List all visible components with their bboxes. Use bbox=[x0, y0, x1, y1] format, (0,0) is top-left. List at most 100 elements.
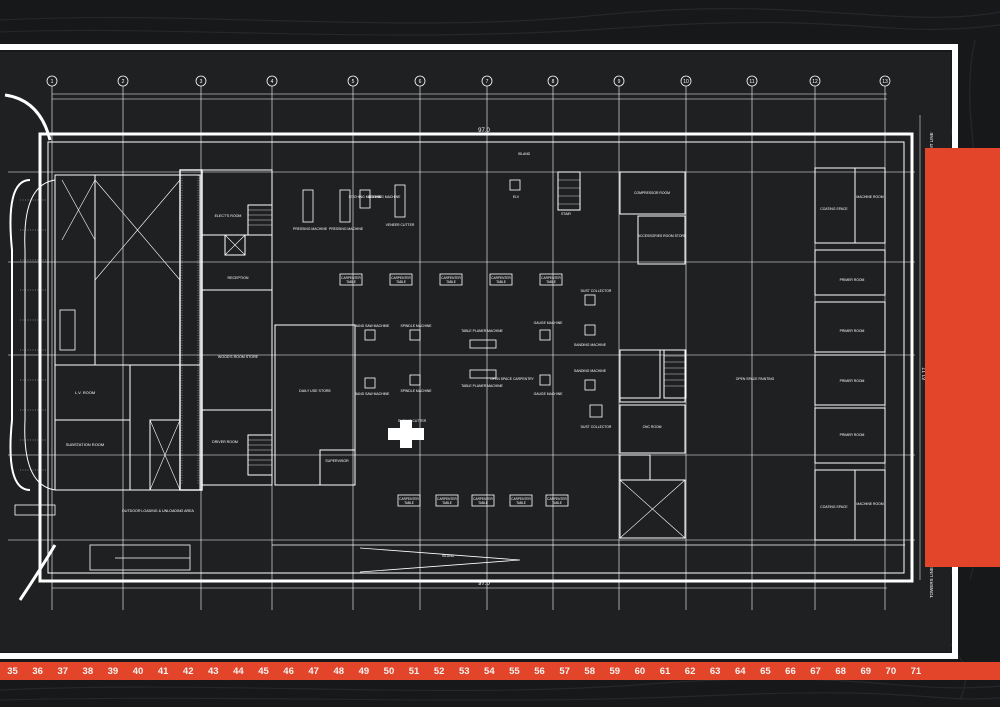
label-sanding-1: SANDING MACHINE bbox=[574, 343, 607, 347]
page-link-62[interactable]: 62 bbox=[684, 665, 696, 677]
page-link-61[interactable]: 61 bbox=[659, 665, 671, 677]
svg-text:TABLE: TABLE bbox=[478, 501, 488, 505]
room-primer-3: PRIMER ROOM bbox=[840, 379, 865, 383]
structural-grid bbox=[8, 86, 915, 610]
label-table-planer-2: TABLE PLANER MACHINE bbox=[461, 384, 503, 388]
label-stair: STAIR bbox=[561, 212, 571, 216]
carpenter-tables: CARPENTERTABLECARPENTERTABLECARPENTERTAB… bbox=[339, 273, 569, 507]
grid-bubble-9: 9 bbox=[613, 75, 625, 87]
page-link-50[interactable]: 50 bbox=[383, 665, 395, 677]
page-link-35[interactable]: 35 bbox=[7, 665, 18, 677]
grid-bubble-6: 6 bbox=[414, 75, 426, 87]
room-substation: SUBSTATION ROOM bbox=[66, 442, 105, 447]
label-band-saw-2: BAND SAW MACHINE bbox=[355, 392, 390, 396]
room-primer-2: PRIMER ROOM bbox=[840, 329, 865, 333]
room-drivers: DRIVER ROOM bbox=[212, 440, 238, 444]
grid-bubble-label: 1 bbox=[51, 79, 54, 85]
svg-text:TABLE: TABLE bbox=[404, 501, 414, 505]
page-link-45[interactable]: 45 bbox=[258, 665, 269, 677]
grid-bubble-10: 10 bbox=[680, 75, 692, 87]
page-link-68[interactable]: 68 bbox=[835, 665, 846, 677]
page-link-55[interactable]: 55 bbox=[509, 665, 520, 677]
page-link-49[interactable]: 49 bbox=[358, 665, 370, 677]
page-link-60[interactable]: 60 bbox=[634, 665, 646, 677]
label-sliding-cutter: SLIDING CUTTER bbox=[398, 419, 427, 423]
room-compressor: COMPRESSOR ROOM bbox=[634, 191, 670, 195]
page-link-52[interactable]: 52 bbox=[433, 665, 445, 677]
room-machine-1: MACHINE ROOM bbox=[856, 195, 883, 199]
page-link-70[interactable]: 70 bbox=[885, 665, 897, 677]
grid-bubble-7: 7 bbox=[481, 75, 493, 87]
page-link-40[interactable]: 40 bbox=[132, 665, 144, 677]
room-coating-2: COATING SPACE bbox=[820, 505, 848, 509]
label-stitching-1: STICHING MACHINE bbox=[349, 195, 383, 199]
label-veneer: VENEER CUTTER bbox=[386, 223, 415, 227]
page-link-42[interactable]: 42 bbox=[182, 665, 194, 677]
label-dust-2: DUST COLLECTOR bbox=[581, 425, 612, 429]
svg-text:CARPENTER: CARPENTER bbox=[441, 276, 461, 280]
room-machine-2: MACHINE ROOM bbox=[856, 502, 883, 506]
page-link-69[interactable]: 69 bbox=[860, 665, 872, 677]
page-link-46[interactable]: 46 bbox=[283, 665, 294, 677]
page-link-53[interactable]: 53 bbox=[458, 665, 470, 677]
page-link-51[interactable]: 51 bbox=[408, 665, 420, 677]
page-link-65[interactable]: 65 bbox=[760, 665, 771, 677]
svg-text:CARPENTER: CARPENTER bbox=[547, 497, 567, 501]
grid-bubble-label: 11 bbox=[749, 79, 754, 85]
page-link-36[interactable]: 36 bbox=[32, 665, 43, 677]
grid-bubble-1: 1 bbox=[46, 75, 58, 87]
page-link-41[interactable]: 41 bbox=[157, 665, 169, 677]
page-link-44[interactable]: 44 bbox=[233, 665, 244, 677]
page-link-48[interactable]: 48 bbox=[333, 665, 345, 677]
label-pressing-2: PRESSING MACHINE bbox=[329, 227, 364, 231]
page-link-38[interactable]: 38 bbox=[82, 665, 94, 677]
svg-text:TABLE: TABLE bbox=[546, 280, 556, 284]
accent-bar bbox=[925, 148, 1000, 567]
page-link-54[interactable]: 54 bbox=[484, 665, 495, 677]
page-link-47[interactable]: 47 bbox=[308, 665, 319, 677]
svg-text:TABLE: TABLE bbox=[516, 501, 526, 505]
grid-bubble-11: 11 bbox=[746, 75, 758, 87]
page-link-56[interactable]: 56 bbox=[534, 665, 545, 677]
page-link-37[interactable]: 37 bbox=[57, 665, 69, 677]
grid-bubble-13: 13 bbox=[879, 75, 891, 87]
page-link-43[interactable]: 43 bbox=[208, 665, 219, 677]
grid-bubble-label: 6 bbox=[419, 79, 422, 85]
room-outdoor: OUTDOOR LOADING & UNLOADING AREA bbox=[122, 509, 194, 513]
room-lv: L.V. ROOM bbox=[75, 390, 95, 395]
label-sanding-2: SANDING MACHINE bbox=[574, 369, 607, 373]
label-spindle-2: SPINDLE MACHINE bbox=[400, 389, 432, 393]
svg-text:CARPENTER: CARPENTER bbox=[473, 497, 493, 501]
room-primer-4: PRIMER ROOM bbox=[840, 433, 865, 437]
room-supervisor: SUPERVISOR bbox=[325, 459, 349, 463]
page-link-67[interactable]: 67 bbox=[810, 665, 821, 677]
grid-bubble-8: 8 bbox=[547, 75, 559, 87]
grid-bubble-label: 8 bbox=[552, 79, 555, 85]
grid-bubble-2: 2 bbox=[117, 75, 129, 87]
label-pressing-1: PRESSING MACHINE bbox=[293, 227, 328, 231]
page-link-71[interactable]: 71 bbox=[910, 665, 922, 677]
page-link-39[interactable]: 39 bbox=[107, 665, 119, 677]
page-link-64[interactable]: 64 bbox=[734, 665, 746, 677]
room-open-painting: OPEN SPACE PAINTING bbox=[736, 377, 775, 381]
page-link-58[interactable]: 58 bbox=[584, 665, 595, 677]
page-link-63[interactable]: 63 bbox=[709, 665, 721, 677]
svg-text:CARPENTER: CARPENTER bbox=[391, 276, 411, 280]
grid-bubble-label: 9 bbox=[618, 79, 621, 85]
room-accessories: ACCESSORIES ROOM STORE bbox=[638, 234, 687, 238]
page-navigation-strip: 35 36 37 38 39 40 41 42 43 44 45 46 47 48 49 50 51 52 53 54… bbox=[0, 662, 1000, 680]
page-link-57[interactable]: 57 bbox=[559, 665, 570, 677]
svg-text:CARPENTER: CARPENTER bbox=[399, 497, 419, 501]
grid-bubble-3: 3 bbox=[195, 75, 207, 87]
page-link-66[interactable]: 66 bbox=[785, 665, 796, 677]
towers-line-label: TOWERS LINE bbox=[929, 567, 934, 598]
page-link-59[interactable]: 59 bbox=[609, 665, 621, 677]
grid-bubble-5: 5 bbox=[347, 75, 359, 87]
